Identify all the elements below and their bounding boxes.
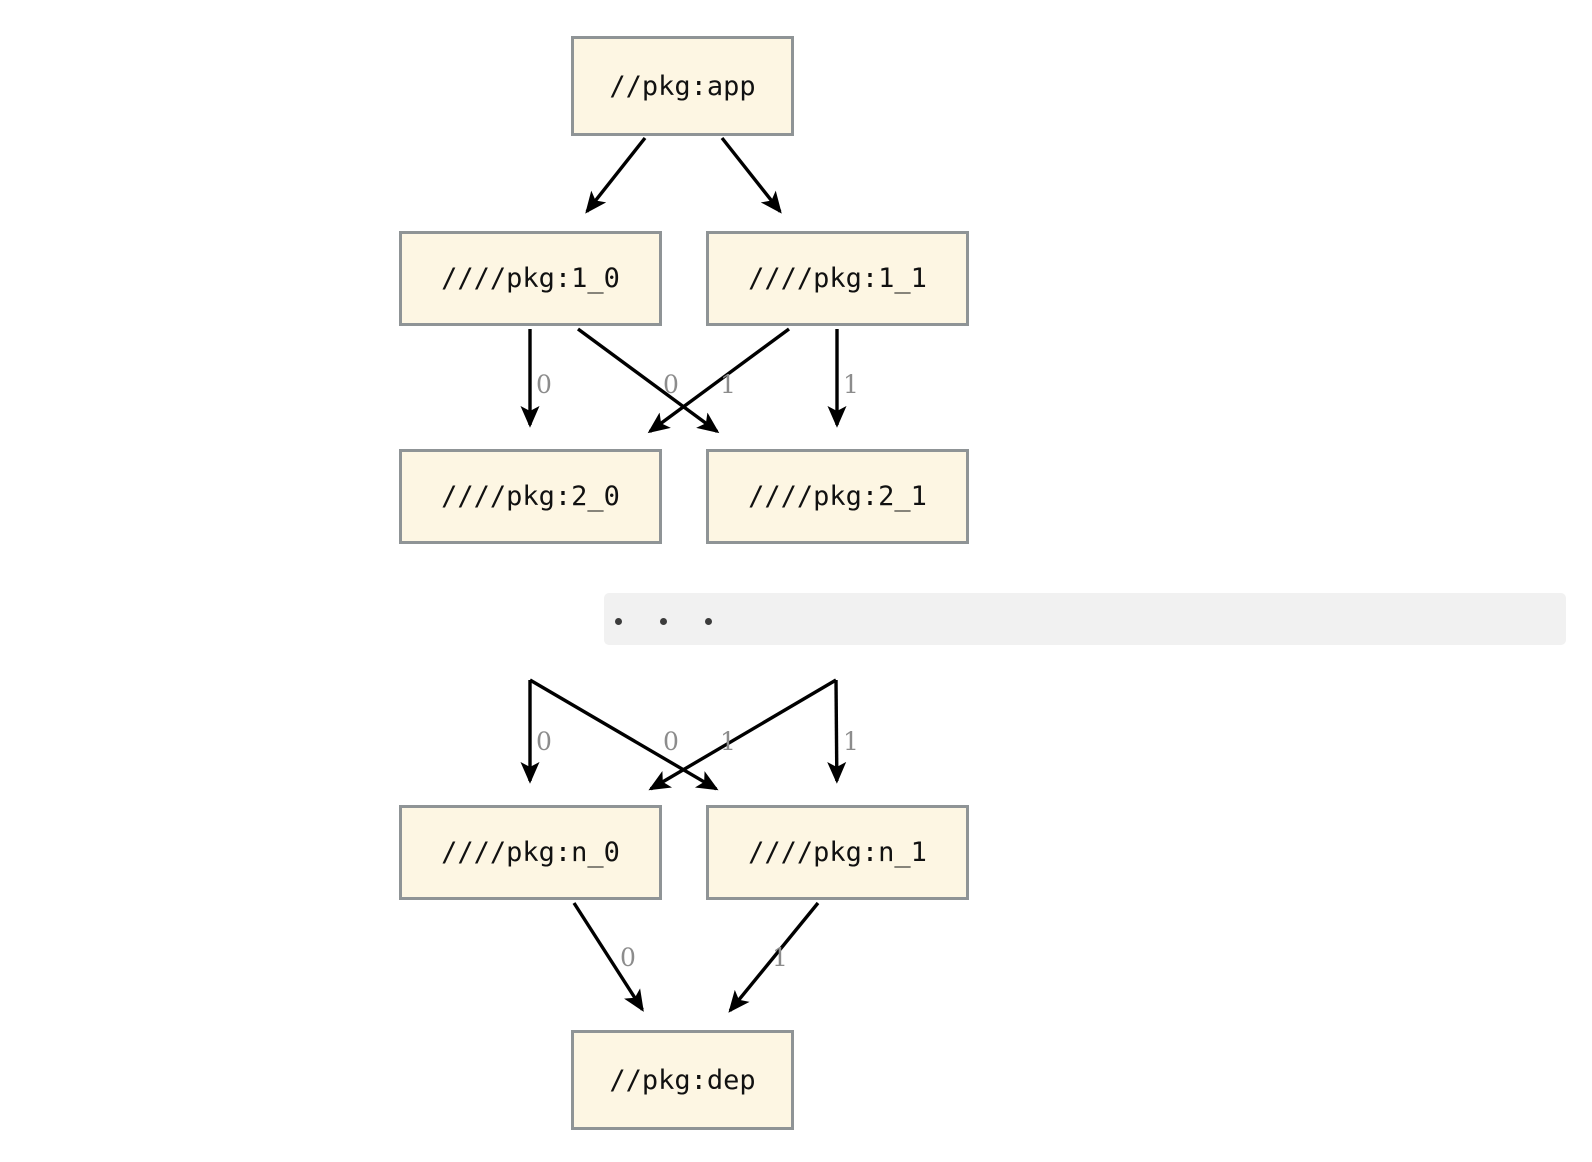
graph-edge bbox=[572, 902, 644, 1012]
graph-node-label: ////pkg:2_1 bbox=[748, 481, 927, 512]
graph-node-label: ////pkg:n_0 bbox=[441, 837, 620, 868]
graph-node-label: ////pkg:n_1 bbox=[748, 837, 927, 868]
edge-label: 1 bbox=[843, 370, 859, 399]
edge-label: 1 bbox=[843, 727, 859, 756]
graph-edge bbox=[728, 901, 820, 1013]
edge-label: 0 bbox=[536, 727, 552, 756]
graph-node-label: ////pkg:1_1 bbox=[748, 263, 927, 294]
graph-edge bbox=[576, 327, 720, 434]
graph-edge bbox=[529, 678, 719, 791]
graph-edge bbox=[827, 679, 847, 784]
graph-edge bbox=[648, 678, 837, 791]
edge-label: 1 bbox=[720, 727, 736, 756]
graph-node-n2_0[interactable]: ////pkg:2_0 bbox=[399, 449, 662, 544]
graph-node-n2_1[interactable]: ////pkg:2_1 bbox=[706, 449, 969, 544]
edge-label: 0 bbox=[620, 943, 636, 972]
edge-label: 1 bbox=[720, 370, 736, 399]
graph-node-label: //pkg:dep bbox=[609, 1064, 756, 1096]
ellipsis-dot bbox=[660, 618, 667, 625]
ellipsis-band bbox=[604, 593, 1566, 645]
graph-node-label: ////pkg:2_0 bbox=[441, 481, 620, 512]
edge-label: 0 bbox=[536, 370, 552, 399]
graph-node-n1_1[interactable]: ////pkg:1_1 bbox=[706, 231, 969, 326]
graph-node-dep[interactable]: //pkg:dep bbox=[571, 1030, 794, 1130]
edge-group bbox=[520, 136, 847, 1013]
ellipsis-dot bbox=[705, 618, 712, 625]
graph-edge bbox=[585, 136, 647, 214]
edge-label: 0 bbox=[663, 370, 679, 399]
graph-edge bbox=[720, 136, 782, 214]
graph-node-app[interactable]: //pkg:app bbox=[571, 36, 794, 136]
graph-node-label: ////pkg:1_0 bbox=[441, 263, 620, 294]
graph-node-nn_1[interactable]: ////pkg:n_1 bbox=[706, 805, 969, 900]
ellipsis-dot bbox=[615, 618, 622, 625]
graph-edge bbox=[647, 327, 791, 434]
edge-label: 1 bbox=[772, 943, 788, 972]
graph-node-n1_0[interactable]: ////pkg:1_0 bbox=[399, 231, 662, 326]
graph-node-label: //pkg:app bbox=[609, 70, 756, 102]
edge-label: 0 bbox=[663, 727, 679, 756]
graph-node-nn_0[interactable]: ////pkg:n_0 bbox=[399, 805, 662, 900]
